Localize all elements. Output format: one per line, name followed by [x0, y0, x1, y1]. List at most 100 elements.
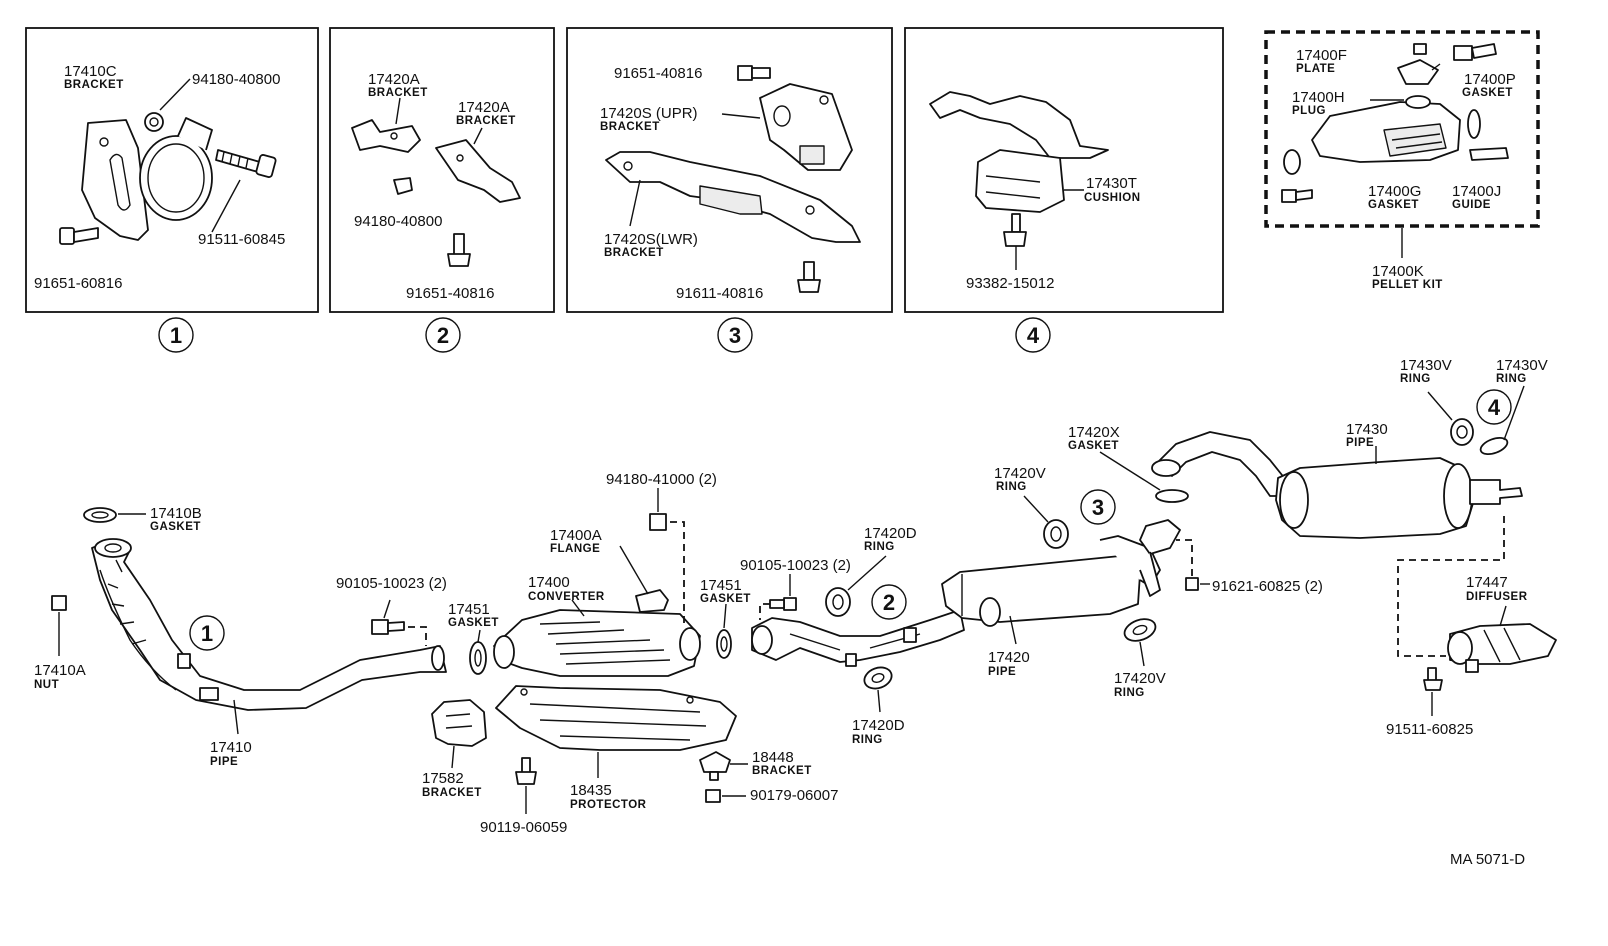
label-91651-40816-box3: 91651-40816	[614, 65, 702, 82]
label-17451-a: 17451	[448, 601, 490, 618]
bolt-91611-40816-shape	[803, 261, 815, 281]
svg-text:2: 2	[883, 590, 895, 615]
ring-17420d-upper: 17420D RING	[825, 525, 917, 617]
label-cushion: CUSHION	[1084, 192, 1141, 204]
label-90119: 90119-06059	[480, 819, 567, 836]
gasket-17420x: 17420X GASKET	[1068, 424, 1189, 503]
bolt-91651-40816-box2-shape	[453, 233, 465, 257]
label-plate: PLATE	[1296, 63, 1335, 75]
label-18435: 18435	[570, 782, 612, 799]
label-17410: 17410	[210, 739, 252, 756]
label-ring-17430v-left: RING	[1400, 373, 1431, 385]
callout-circle-2-top: 2	[425, 317, 461, 353]
label-gasket-17451-b: GASKET	[700, 593, 751, 605]
label-bracket-lwr: BRACKET	[604, 247, 664, 259]
svg-text:2: 2	[437, 323, 449, 348]
label-protector: PROTECTOR	[570, 799, 647, 811]
label-bracket-box2-left: BRACKET	[368, 87, 428, 99]
label-17400j: 17400J	[1452, 183, 1501, 200]
ring-17430v-left: 17430V RING	[1400, 357, 1474, 446]
gasket-17451-b: 17451 GASKET	[700, 577, 751, 659]
label-94180-40800-box1: 94180-40800	[192, 71, 280, 88]
bolt-91621-60825: 91621-60825 (2)	[1176, 539, 1323, 595]
label-17420s-upr: 17420S (UPR)	[600, 105, 698, 122]
drawing-code: MA 5071-D	[1450, 851, 1525, 868]
label-ring-17420v-upper: RING	[996, 481, 1027, 493]
callout-circle-4-top: 4	[1015, 317, 1051, 353]
label-17420v-upper: 17420V	[994, 465, 1046, 482]
label-pipe-17420: PIPE	[988, 666, 1016, 678]
label-17410b: 17410B	[150, 505, 202, 522]
plug-17400h-shape	[1405, 95, 1431, 109]
ring-17420v-lower: 17420V RING	[1114, 618, 1166, 699]
bolt-90105-rear: 90105-10023 (2)	[740, 557, 851, 620]
label-gasket-17451-a: GASKET	[448, 617, 499, 629]
label-91511-60845: 91511-60845	[198, 231, 285, 248]
label-bracket-upr: BRACKET	[600, 121, 660, 133]
gasket-17400p-shape	[1467, 109, 1481, 139]
detail-box-4: 17430T CUSHION 93382-15012	[904, 27, 1224, 313]
gasket-17410b: 17410B GASKET	[83, 505, 202, 533]
label-guide: GUIDE	[1452, 199, 1491, 211]
detail-box-2: 17420A BRACKET 17420A BRACKET 94180-4080…	[329, 27, 555, 313]
bracket-17582: 17582 BRACKET	[422, 699, 487, 799]
bolt-91651-60816-shape	[59, 227, 75, 245]
label-nut: NUT	[34, 679, 59, 691]
label-gasket-g: GASKET	[1368, 199, 1419, 211]
bolt-90119-06059: 90119-06059	[480, 757, 567, 836]
label-17420s-lwr: 17420S(LWR)	[604, 231, 698, 248]
label-ring-17420v-lower: RING	[1114, 687, 1145, 699]
label-gasket-17410b: GASKET	[150, 521, 201, 533]
callout-circle-4-main: 4	[1476, 389, 1512, 425]
label-93382-15012: 93382-15012	[966, 275, 1054, 292]
nut-94180-box2-shape	[393, 177, 413, 195]
ring-17420v-upper: 17420V RING	[994, 465, 1069, 549]
bracket-18448: 18448 BRACKET	[699, 749, 812, 781]
protector-18435: 18435 PROTECTOR	[495, 685, 737, 811]
nut-94180-41000: 94180-41000 (2)	[606, 471, 717, 626]
label-pipe-17430: PIPE	[1346, 437, 1374, 449]
label-90105-rear: 90105-10023 (2)	[740, 557, 851, 574]
label-17400k: 17400K	[1372, 263, 1424, 280]
label-94180-40800-box2: 94180-40800	[354, 213, 442, 230]
callout-circle-1-top: 1	[158, 317, 194, 353]
label-bracket-box1: BRACKET	[64, 79, 124, 91]
label-91651-60816: 91651-60816	[34, 275, 122, 292]
label-17420: 17420	[988, 649, 1030, 666]
label-pellet-kit: PELLET KIT	[1372, 279, 1443, 291]
label-17400h: 17400H	[1292, 89, 1345, 106]
label-17410c: 17410C	[64, 63, 117, 80]
label-bracket-18448: BRACKET	[752, 765, 812, 777]
label-17420x: 17420X	[1068, 424, 1120, 441]
callout-circle-2-main: 2	[871, 584, 907, 620]
svg-text:1: 1	[201, 621, 213, 646]
label-17430v-right: 17430V	[1496, 357, 1548, 374]
label-17420d-upper: 17420D	[864, 525, 917, 542]
bracket-17420a-left-shape	[351, 119, 421, 153]
bolt-91511-60825: 91511-60825	[1386, 667, 1473, 738]
bolt-91651-40816-box3-shape	[737, 65, 753, 81]
label-gasket-17420x: GASKET	[1068, 440, 1119, 452]
callout-circle-1-main: 1	[189, 615, 225, 651]
label-17447: 17447	[1466, 574, 1508, 591]
label-ring-17420d-lower: RING	[852, 734, 883, 746]
plate-17400f-shape	[1397, 59, 1439, 85]
callout-circle-3-top: 3	[717, 317, 753, 353]
detail-box-3: 91651-40816 17420S (UPR) BRACKET 17420S(…	[566, 27, 893, 313]
label-17420a-left: 17420A	[368, 71, 420, 88]
label-17420v-lower: 17420V	[1114, 670, 1166, 687]
label-17400f: 17400F	[1296, 47, 1347, 64]
label-17420a-right: 17420A	[458, 99, 510, 116]
label-17420d-lower: 17420D	[852, 717, 905, 734]
pellet-kit-box: 17400F PLATE 17400P GASKET 17400H PLUG 1…	[1264, 30, 1540, 291]
label-91511-60825: 91511-60825	[1386, 721, 1473, 738]
label-ring-17420d-upper: RING	[864, 541, 895, 553]
label-17430v-left: 17430V	[1400, 357, 1452, 374]
bracket-17420a-right-shape	[435, 139, 521, 203]
label-ring-17430v-right: RING	[1496, 373, 1527, 385]
cushion-17430t-shape	[975, 149, 1065, 213]
label-90105-front: 90105-10023 (2)	[336, 575, 447, 592]
label-18448: 18448	[752, 749, 794, 766]
svg-text:4: 4	[1488, 395, 1501, 420]
